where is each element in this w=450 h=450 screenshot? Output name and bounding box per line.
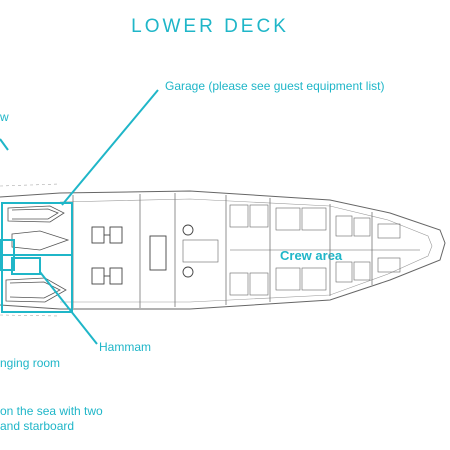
- tender-lower: [5, 277, 67, 303]
- leader-lines: [0, 89, 159, 345]
- page-title: LOWER DECK: [131, 16, 289, 37]
- left-leader: [0, 138, 9, 151]
- left-cropped-label: w: [0, 110, 9, 124]
- hull-dashed-line: [0, 183, 61, 317]
- hull-outline: [0, 190, 446, 310]
- highlight-boxes: [0, 202, 73, 313]
- hammam-label: Hammam: [99, 340, 152, 354]
- changing-room-highlight: [0, 239, 15, 271]
- tender-upper: [7, 205, 65, 223]
- sea-access-label-line2: and starboard: [0, 419, 75, 433]
- sea-access-label-line1: on the sea with two: [0, 404, 103, 418]
- garage-label: Garage (please see guest equipment list): [165, 79, 385, 93]
- crew-area-label: Crew area: [280, 248, 343, 263]
- tender-middle: [11, 230, 70, 251]
- hammam-leader: [39, 271, 98, 345]
- tenders: [5, 205, 70, 303]
- hull-inner-line: [59, 198, 433, 303]
- garage-leader: [61, 89, 159, 206]
- hammam-highlight: [11, 257, 41, 275]
- garage-highlight: [1, 202, 73, 313]
- changing-room-label: nging room: [0, 356, 61, 370]
- engine-symbols: [91, 224, 194, 285]
